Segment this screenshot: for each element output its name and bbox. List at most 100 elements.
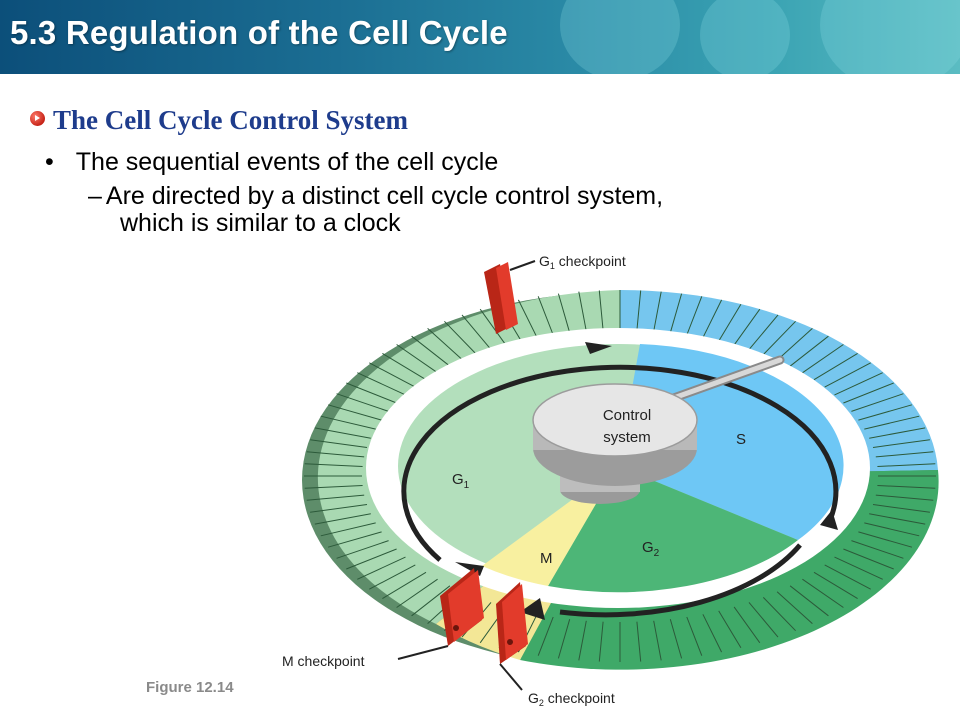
ring-tick [858, 404, 913, 421]
ring-tick [336, 393, 389, 412]
ring-tick [824, 564, 871, 590]
section-heading-text: The Cell Cycle Control System [53, 105, 408, 135]
ring-tick [851, 393, 904, 412]
ring-tick [314, 513, 371, 525]
ring-tick [877, 485, 936, 489]
ring-tick [843, 382, 894, 404]
ring-tick [461, 314, 492, 350]
phase-label-s: S [736, 431, 746, 448]
ring-tick [306, 494, 365, 501]
ring-tick [310, 504, 368, 513]
cycle-arrow-track [401, 364, 839, 562]
ring-tick [537, 296, 554, 336]
m-checkpoint-gate [397, 568, 484, 660]
ring-tick [686, 616, 703, 656]
ring-tick [834, 372, 883, 396]
ring-tick [776, 591, 813, 624]
ring-tick [304, 485, 363, 489]
background-blob [820, 0, 960, 74]
control-label-line1: Control [603, 407, 651, 424]
ring-tick [789, 585, 829, 617]
ring-tick [653, 291, 662, 332]
bullet-main: •The sequential events of the cell cycle [45, 148, 498, 177]
ring-tick [875, 494, 934, 501]
ring-tick [669, 293, 683, 333]
ring-tick-marks [304, 290, 936, 662]
ring-tick [444, 320, 478, 355]
ring-tick [578, 620, 587, 661]
g2-checkpoint-label: G2 checkpoint [528, 690, 615, 708]
phase-label-m: M [540, 550, 553, 567]
ring-tick [636, 290, 642, 331]
m-checkpoint-label: M checkpoint [282, 653, 365, 669]
ring-tick [336, 540, 389, 559]
ring-tick [702, 299, 723, 338]
ring-tick [357, 556, 406, 580]
ring-tick [304, 463, 363, 467]
ring-tick [396, 344, 438, 374]
ring-tick [557, 619, 571, 659]
ring-tick [427, 328, 464, 361]
ring-tick [346, 548, 397, 570]
ring-tick [314, 427, 371, 439]
ring-tick [653, 620, 662, 661]
control-label-line2: system [603, 429, 651, 446]
control-system-hub [532, 383, 698, 457]
section-heading: The Cell Cycle Control System [30, 105, 408, 136]
phase-label-g1: G1 [452, 471, 470, 491]
bullet-sub-line1: Are directed by a distinct cell cycle co… [105, 182, 664, 210]
ring-tick [327, 531, 382, 548]
ring-tick [327, 404, 382, 421]
ring-tick [824, 362, 871, 388]
title-bar: 5.3 Regulation of the Cell Cycle [0, 0, 960, 74]
ring-tick [733, 308, 761, 346]
ring-tick [369, 564, 416, 590]
ring-tick [748, 602, 779, 638]
phase-label-g2: G2 [642, 539, 660, 559]
ring-tick [702, 614, 723, 653]
ring-tick [517, 299, 538, 338]
ring-tick [776, 328, 813, 361]
ring-tick [802, 578, 844, 608]
ring-tick [872, 504, 930, 513]
ring-tick [411, 335, 451, 367]
ring-tick [762, 597, 796, 632]
ring-tick [346, 382, 397, 404]
bullet-main-text: The sequential events of the cell cycle [75, 148, 499, 176]
bullet-sub-line2: which is similar to a clock [120, 209, 401, 237]
ring-tick [369, 362, 416, 388]
ring-tick [686, 296, 703, 336]
ring-tick [733, 606, 761, 644]
ring-tick [598, 621, 604, 662]
ring-tick [537, 616, 554, 656]
ring-tick [357, 372, 406, 396]
ring-tick [411, 585, 451, 617]
ring-tick [872, 439, 930, 448]
ring-tick [864, 415, 920, 430]
ring-tick [557, 293, 571, 333]
ring-tick [578, 291, 587, 332]
ring-tick [813, 352, 858, 381]
slide-title: 5.3 Regulation of the Cell Cycle [10, 14, 508, 51]
ring-tick [877, 463, 936, 467]
ring-tick [382, 352, 427, 381]
ring-tick [869, 427, 926, 439]
ring-tick [718, 303, 742, 342]
g1-checkpoint-gate [484, 260, 536, 334]
ring-tick [864, 522, 920, 537]
g1-checkpoint-label: G1 checkpoint [539, 253, 626, 271]
red-arrow-bullet-icon [30, 111, 45, 126]
figure-label: Figure 12.14 [146, 679, 234, 696]
bullet-dash: – [88, 182, 102, 210]
bullet-sub: –Are directed by a distinct cell cycle c… [88, 183, 663, 237]
cycle-arrow-track-lower [559, 543, 802, 618]
ring-tick [306, 451, 365, 458]
background-blob [560, 0, 680, 74]
ring-tick [310, 439, 368, 448]
background-blob [700, 0, 790, 74]
ring-tick [851, 540, 904, 559]
ring-tick [875, 451, 934, 458]
cycle-arrowhead [820, 510, 838, 530]
ring-tick [858, 531, 913, 548]
